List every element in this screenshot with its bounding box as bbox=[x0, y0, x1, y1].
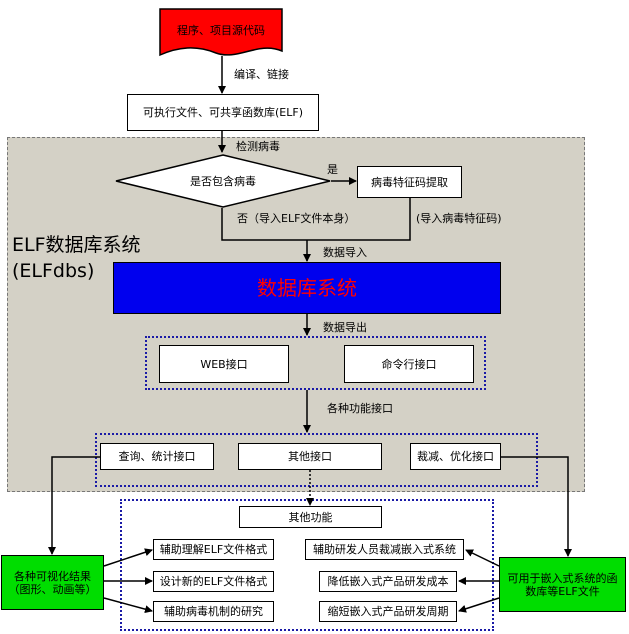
function-virus-research: 辅助病毒机制的研究 bbox=[153, 601, 274, 622]
arrow-visual-to-understand bbox=[103, 548, 153, 567]
function-design-elf: 设计新的ELF文件格式 bbox=[153, 571, 274, 592]
source-node-shape bbox=[159, 8, 283, 57]
web-interface: WEB接口 bbox=[159, 345, 289, 383]
data-import-label: 数据导入 bbox=[323, 246, 367, 259]
system-title-line2: (ELFdbs) bbox=[12, 260, 95, 282]
arrow-embedded-to-cycle bbox=[458, 597, 500, 613]
elfdbs-system-region bbox=[7, 137, 585, 492]
other-functions: 其他功能 bbox=[239, 506, 382, 528]
arrow-trim-to-embedded bbox=[501, 456, 572, 557]
system-title: ELF数据库系统 (ELFdbs) bbox=[12, 232, 141, 284]
virus-scan-label: 检测病毒 bbox=[236, 140, 280, 153]
function-understand-elf: 辅助理解ELF文件格式 bbox=[153, 539, 274, 560]
other-interface: 其他接口 bbox=[238, 443, 382, 470]
source-node: 程序、项目源代码 bbox=[177, 24, 265, 37]
arrow-query-to-visual bbox=[48, 456, 100, 555]
data-export-label: 数据导出 bbox=[323, 321, 367, 334]
function-trim-embedded: 辅助研发人员裁减嵌入式系统 bbox=[305, 539, 464, 560]
interface-group bbox=[145, 336, 486, 390]
no-label: 否（导入ELF文件本身） bbox=[237, 212, 356, 225]
decision-node: 是否包含病毒 bbox=[190, 175, 256, 188]
extract-node: 病毒特征码提取 bbox=[357, 166, 462, 198]
cli-interface: 命令行接口 bbox=[344, 345, 474, 383]
arrow-visual-to-research bbox=[103, 597, 153, 614]
query-interface: 查询、统计接口 bbox=[100, 443, 214, 470]
elf-node: 可执行文件、可共享函数库(ELF) bbox=[127, 94, 319, 131]
line-no-branch bbox=[221, 208, 307, 241]
yes-label: 是 bbox=[327, 163, 338, 176]
decision-diamond bbox=[115, 154, 331, 208]
function-shorten-cycle: 缩短嵌入式产品研发周期 bbox=[319, 601, 457, 622]
import-signature-label: (导入病毒特征码) bbox=[416, 212, 502, 225]
trim-interface: 裁减、优化接口 bbox=[410, 443, 501, 470]
line-signature-branch bbox=[307, 198, 411, 241]
visual-results: 各种可视化结果（图形、动画等） bbox=[1, 555, 104, 610]
database-node: 数据库系统 bbox=[113, 262, 501, 314]
system-title-line1: ELF数据库系统 bbox=[12, 234, 141, 256]
function-interface-group bbox=[95, 433, 538, 487]
compile-label: 编译、链接 bbox=[234, 68, 289, 81]
function-reduce-cost: 降低嵌入式产品研发成本 bbox=[319, 571, 457, 592]
embedded-libs: 可用于嵌入式系统的函数库等ELF文件 bbox=[499, 557, 626, 612]
function-interfaces-label: 各种功能接口 bbox=[327, 402, 393, 415]
arrow-embedded-to-trim bbox=[465, 549, 500, 567]
